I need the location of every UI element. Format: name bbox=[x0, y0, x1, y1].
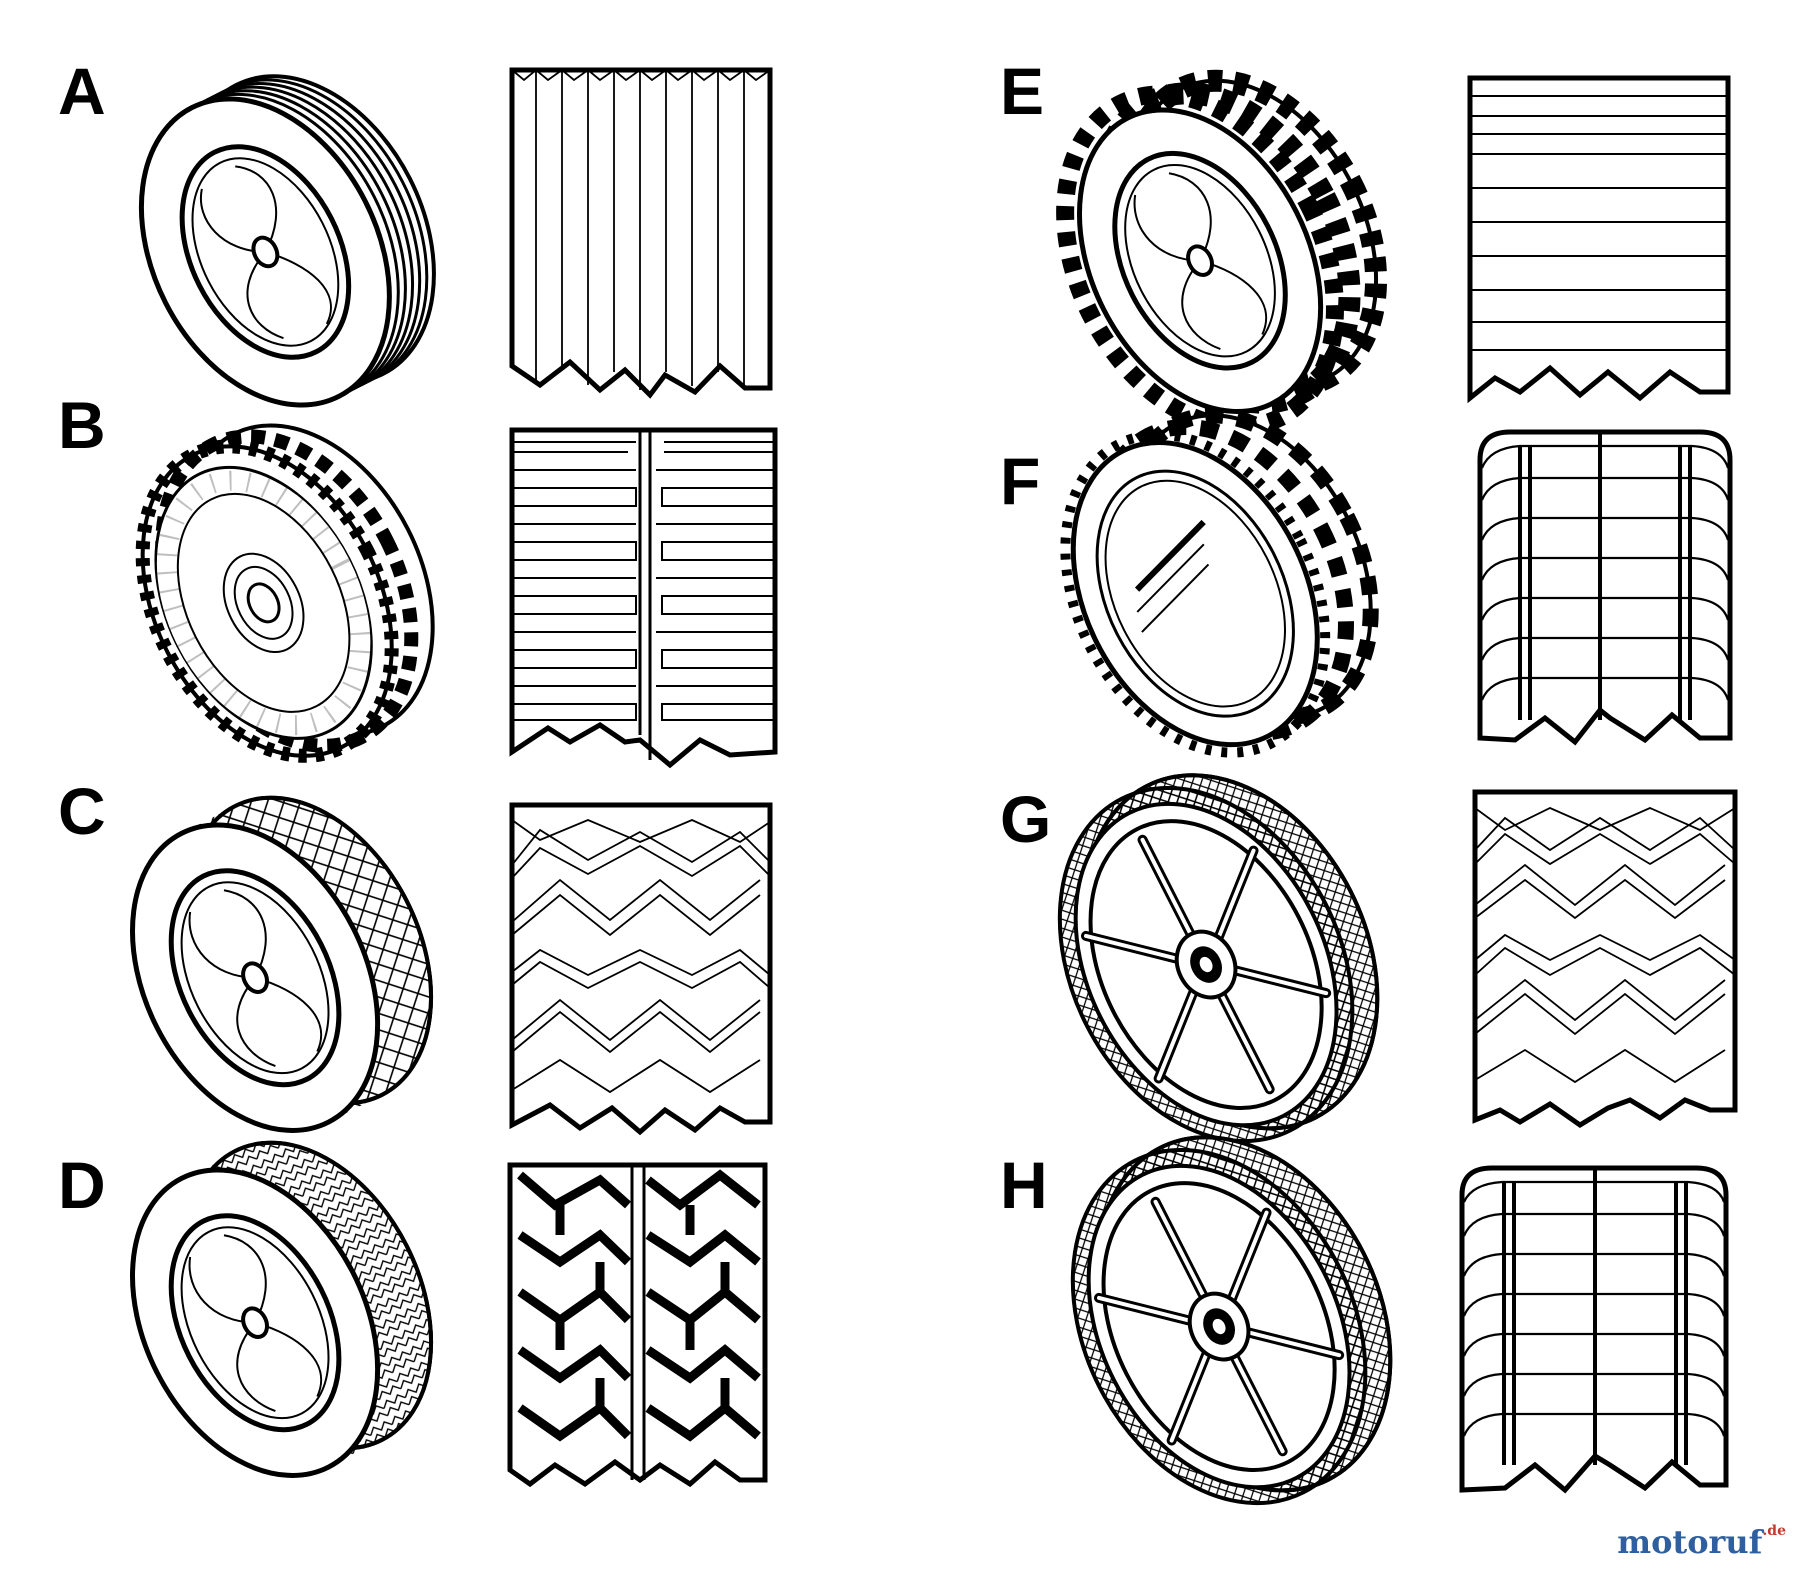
watermark-suffix: .de bbox=[1762, 1523, 1786, 1539]
panel-label-f: F bbox=[1000, 444, 1041, 518]
panel-label-g: G bbox=[1000, 782, 1052, 856]
horizontal-bar-tread-icon bbox=[1467, 75, 1731, 404]
panel-d bbox=[130, 1140, 768, 1488]
panel-label-e: E bbox=[1000, 54, 1045, 128]
rib-tire-icon bbox=[138, 74, 436, 408]
panel-label-c: C bbox=[58, 774, 106, 848]
rounded-bar-tread-icon-f bbox=[1477, 429, 1733, 746]
panel-f bbox=[1060, 407, 1733, 758]
panel-label-a: A bbox=[58, 54, 106, 128]
panel-e bbox=[1056, 69, 1731, 437]
watermark-brand: motoruf bbox=[1617, 1523, 1763, 1561]
panel-g bbox=[1057, 773, 1738, 1144]
spoked-diamond-tire-icon-h bbox=[1070, 1135, 1393, 1506]
x-lug-tread-icon bbox=[507, 1162, 768, 1488]
diamond-tread-tire-icon bbox=[130, 795, 434, 1133]
x-lug-tread-tire-icon bbox=[130, 1140, 434, 1478]
vertical-rib-tread-icon bbox=[509, 67, 773, 399]
panel-c bbox=[130, 795, 773, 1136]
panel-b bbox=[135, 423, 778, 769]
spoked-diamond-tire-icon-g bbox=[1057, 773, 1380, 1144]
chevron-tread-icon-g bbox=[1472, 789, 1738, 1128]
block-tread-tire-icon bbox=[135, 423, 435, 763]
split-bar-tread-icon bbox=[509, 427, 778, 769]
watermark-logo: motoruf.de bbox=[1617, 1523, 1786, 1561]
rounded-bar-tread-icon-h bbox=[1459, 1165, 1729, 1494]
bar-lug-tire-icon bbox=[1060, 407, 1379, 758]
panel-label-d: D bbox=[58, 1148, 106, 1222]
chevron-tread-icon bbox=[509, 802, 773, 1136]
gear-tread-tire-icon bbox=[1056, 69, 1388, 437]
panel-h bbox=[1070, 1135, 1729, 1506]
panel-a bbox=[138, 67, 773, 408]
panel-label-h: H bbox=[1000, 1148, 1048, 1222]
panel-label-b: B bbox=[58, 388, 106, 462]
